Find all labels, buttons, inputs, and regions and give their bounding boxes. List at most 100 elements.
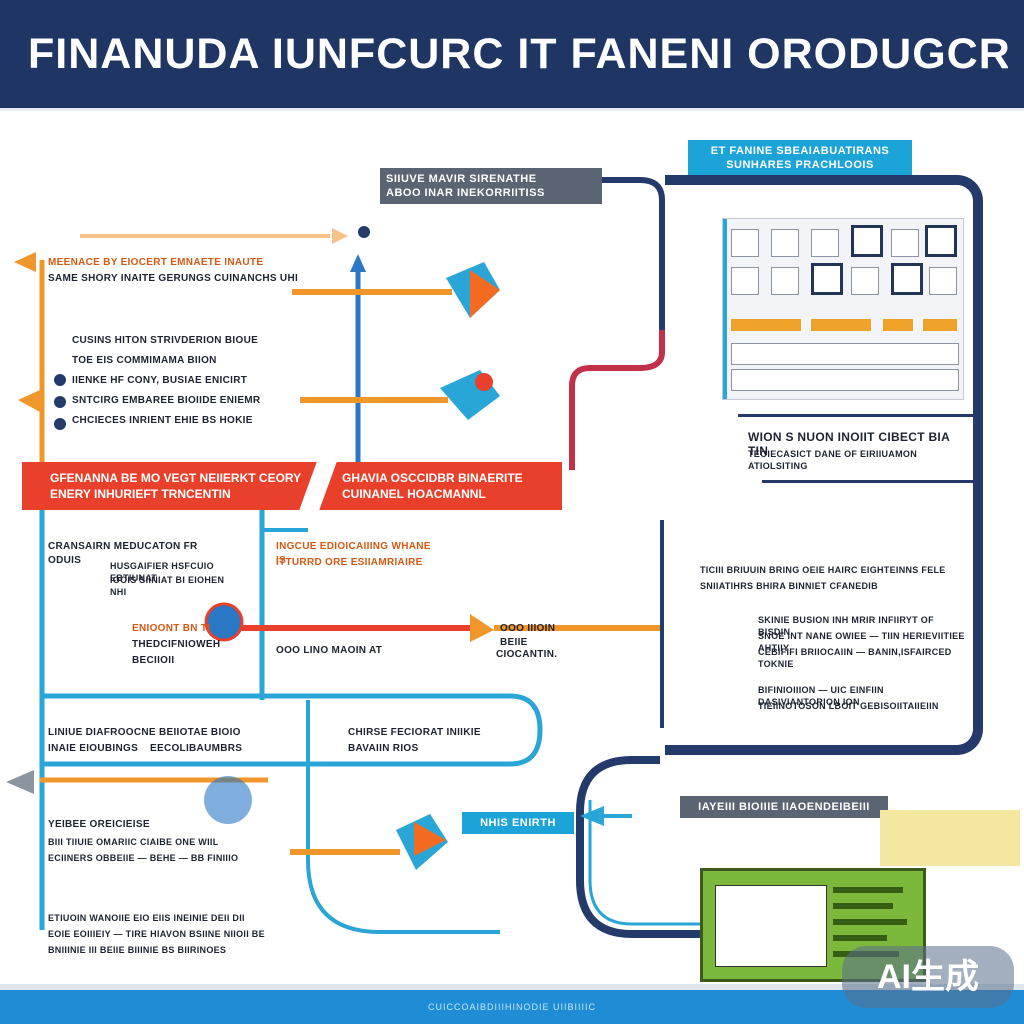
right-small-label2: CIOCANTIN. xyxy=(496,649,558,660)
grid-cell xyxy=(731,229,759,257)
connector-line xyxy=(588,800,700,926)
left-block5-line3: ECIINERS OBBEIIE — BEHE — BB FINIIIO xyxy=(48,853,239,863)
arrow-head xyxy=(14,252,36,272)
connector-line xyxy=(42,693,543,767)
left-block5-line2: BIII TIIUIE OMARIIC CIAIBE ONE WIIL xyxy=(48,837,219,847)
screen-bar xyxy=(833,903,893,909)
grid-highlight xyxy=(883,319,913,331)
marker-dot xyxy=(358,226,370,238)
right-panel-frame xyxy=(665,175,983,755)
left-block1-item: SNTCIRG EMBAREE BIOIIDE ENIEMR xyxy=(72,395,261,406)
left-block5-line1: YEIBEE OREICIEISE xyxy=(48,819,150,830)
grid-cell xyxy=(771,267,799,295)
right-panel-para2b: SNOE INT NANE OWIEE — TIIN HERIEVIITIEE … xyxy=(758,631,965,653)
top-right-label: ET FANINE SBEAIABUATIRANS SUNHARES PRACH… xyxy=(688,140,912,176)
footer-divider xyxy=(0,984,1024,990)
red-banner: GFENANNA BE MO VEGT NEIIERKT CEORY ENERY… xyxy=(22,462,562,510)
left-block2-heading: CRANSAIRN MEDUCATON FR ODUIS xyxy=(48,541,198,566)
marker-dot xyxy=(54,396,66,408)
connector-line xyxy=(576,756,700,938)
left-block1-item: TOE EIS COMMIMAMA BIION xyxy=(72,355,217,366)
arrow-head xyxy=(580,806,604,826)
marker-dot xyxy=(54,418,66,430)
yellow-card xyxy=(880,810,1020,866)
right-panel-para3a: BIFINIOIIION — UIC EINFIIN DASIVIANTORIO… xyxy=(758,685,884,707)
ai-generated-watermark: AI生成 xyxy=(842,946,1014,1008)
marker-dot xyxy=(475,373,493,391)
arrow-head xyxy=(6,770,34,794)
cyan-tag: NHIS ENIRTH xyxy=(462,812,574,834)
grid-cell xyxy=(925,225,957,257)
top-center-box: SIIUVE MAVIR SIRENATHE ABOO INAR INEKORR… xyxy=(380,168,602,204)
left-block4-line2: INAIE EIOUBINGS xyxy=(48,743,139,754)
left-block1-heading: MEENACE BY EIOCERT EMNAETE INAUTE xyxy=(48,257,264,268)
marker-dot xyxy=(204,602,244,642)
arrow-head xyxy=(350,254,366,272)
grid-cell xyxy=(891,229,919,257)
left-block6-line2: EOIE EOIIIEIY — TIRE HIAVON BSIINE NIIOI… xyxy=(48,929,265,939)
connector-line xyxy=(600,177,665,330)
right-panel-para3b: TIEIINOTOSON LBOIT GEBISOIITAIIEIIN xyxy=(758,701,939,711)
grid-cell xyxy=(929,267,957,295)
arrow-head xyxy=(332,228,348,244)
connector-line xyxy=(569,330,665,470)
left-block3-line2: THEDCIFNIOWEH xyxy=(132,639,221,650)
screen-bar xyxy=(833,887,903,893)
grid-row xyxy=(731,343,959,365)
left-block2-line: HUSGAIFIER HSFCUIO EBTIUNAT xyxy=(110,561,214,583)
left-block3-line3: BECIIOII xyxy=(132,655,175,666)
grid-cell xyxy=(811,263,843,295)
screen-bar xyxy=(833,935,887,941)
footer-text: CUICCOAIBDIIIHINODIE UIIBIIIIC xyxy=(427,1002,596,1012)
grid-cell xyxy=(851,267,879,295)
data-grid-thumbnail xyxy=(722,218,964,400)
left-block1-item: IIENKE HF CONY, BUSIAE ENICIRT xyxy=(72,375,248,386)
grid-highlight xyxy=(923,319,957,331)
grid-cell xyxy=(731,267,759,295)
left-block3-line1: ENIOONT BN TI xyxy=(132,623,211,634)
top-center-line2: ABOO INAR INEKORRIITISS xyxy=(386,187,545,199)
top-center-line1: SIIUVE MAVIR SIRENATHE xyxy=(386,173,537,185)
center-block3-line1: OOO LINO MAOIN AT xyxy=(276,645,383,656)
center-block4-line2: BAVAIIN RIOS xyxy=(348,743,419,754)
marker-shape xyxy=(414,822,446,856)
cyan-tag-label: NHIS ENIRTH xyxy=(480,817,556,829)
left-block1-sub: SAME SHORY INAITE GERUNGS CUINANCHS UHI xyxy=(48,273,299,284)
grid-cell xyxy=(771,229,799,257)
top-right-line1: ET FANINE SBEAIABUATIRANS xyxy=(710,145,890,157)
right-panel-para2c: CEBIFIFI BRIIOCAIIN — BANIN,ISFAIRCED TO… xyxy=(758,647,952,669)
header-bar: FINANUDA IUNFCURC IT FANENI ORODUGCRI AM… xyxy=(0,0,1024,111)
left-block2-line: IOOIS SIINIAT BI EIOHEN NHI xyxy=(110,575,225,597)
grid-cell xyxy=(891,263,923,295)
arrow-head xyxy=(470,614,494,642)
bottom-right-label: IAYEIII BIOIIIE IIAOENDEIBEIII xyxy=(680,796,888,818)
marker-dot xyxy=(54,374,66,386)
grid-cell xyxy=(811,229,839,257)
left-block6-line3: BNIIINIE III BEIIE BIIINIE BS BIIRINOES xyxy=(48,945,227,955)
screen-bar xyxy=(833,919,907,925)
center-block2-line2: ITTURRD ORE ESIIAMRIAIRE xyxy=(276,557,423,568)
marker-dot xyxy=(204,776,252,824)
grid-accent-line xyxy=(723,219,727,399)
page-title: FINANUDA IUNFCURC IT FANENI ORODUGCRI AM… xyxy=(28,30,1008,78)
left-block4-line3: EECOLIBAUMBRS xyxy=(150,743,243,754)
right-panel-heading1: WION S NUON INOIIT CIBECT BIA TIN xyxy=(748,430,950,458)
left-block6-line1: ETIUOIN WANOIIE EIO EIIS INEINIE DEII DI… xyxy=(48,913,245,923)
bottom-right-label-text: IAYEIII BIOIIIE IIAOENDEIBEIII xyxy=(698,801,870,813)
connector-line xyxy=(305,699,500,934)
right-panel-heading2: TEOIECASICT DANE OF EIRIIUAMON ATIOLSITI… xyxy=(748,449,918,471)
right-panel-para1b: SNIIATIHRS BHIRA BINNIET CFANEDIB xyxy=(700,581,878,591)
center-block4-line1: CHIRSE FECIORAT INIIKIE xyxy=(348,727,481,738)
red-banner-right-text: GHAVIA OSCCIDBR BINAERITE CUINANEL HOACM… xyxy=(342,471,523,501)
marker-shape xyxy=(470,270,500,318)
right-panel-para2a: SKINIE BUSION INH MRIR INFIIRYT OF BISDI… xyxy=(758,615,934,637)
screen-panel xyxy=(715,885,827,967)
panel-divider xyxy=(762,480,978,483)
right-small-label1: OOO IIIOIN BEIIE xyxy=(500,623,556,648)
top-right-line2: SUNHARES PRACHLOOIS xyxy=(726,159,874,171)
grid-row xyxy=(731,369,959,391)
red-banner-left-text: GFENANNA BE MO VEGT NEIIERKT CEORY ENERY… xyxy=(50,471,301,501)
arrow-head xyxy=(18,390,40,412)
grid-highlight xyxy=(811,319,871,331)
